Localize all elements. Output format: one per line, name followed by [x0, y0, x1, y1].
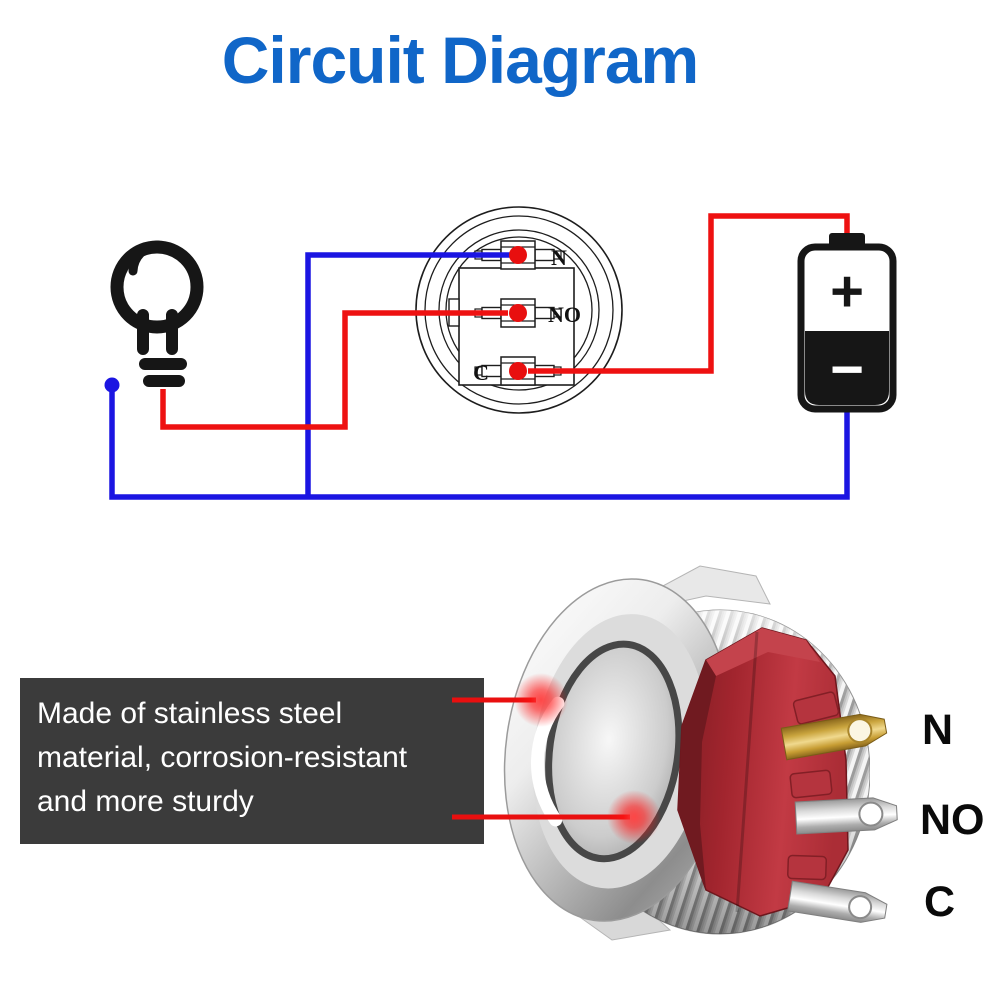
red-housing-left-facet — [678, 660, 716, 890]
product-terminal-no — [794, 797, 898, 835]
page-title: Circuit Diagram — [221, 23, 699, 97]
switch-outer-ring — [415, 206, 623, 414]
terminal-no-hole — [858, 801, 884, 827]
terminal-c-screw-dot — [509, 362, 527, 380]
red-wire-bulb-to-no — [160, 310, 508, 430]
red-wire-c-to-battery — [528, 213, 850, 374]
laser-glow-top — [514, 673, 568, 727]
blue-wire-bottom-bus — [109, 388, 850, 500]
product-label-c: C — [924, 878, 955, 926]
terminal-c-hole — [848, 895, 873, 920]
bulb-globe — [110, 240, 204, 334]
terminal-c-red-tab — [787, 854, 828, 881]
terminal-c-spade — [787, 880, 888, 923]
laser-glow-bottom — [607, 790, 661, 844]
product-photo — [503, 565, 898, 941]
terminal-n-right-stub — [553, 250, 562, 260]
terminal-no-right-stub — [553, 308, 562, 318]
callout-line-2: material, corrosion-resistant — [37, 741, 408, 774]
battery-lower-half — [805, 331, 889, 405]
blue-wire-node-dot — [104, 377, 120, 393]
battery-plus-symbol: + — [830, 259, 864, 324]
diagram-label-no: NO — [548, 302, 581, 327]
diagram-label-c: C — [473, 360, 489, 385]
feature-callout-box: Made of stainless steel material, corros… — [20, 678, 484, 844]
terminal-no-red-tab — [789, 769, 833, 799]
terminal-n-red-tab — [792, 691, 840, 725]
red-housing-seam — [735, 631, 759, 913]
callout-line-3: and more sturdy — [37, 785, 254, 818]
wires — [109, 213, 850, 500]
product-label-no: NO — [920, 796, 985, 844]
light-bulb-icon — [110, 240, 204, 387]
terminal-n-hole — [847, 718, 873, 744]
red-housing-top-facet — [706, 628, 820, 676]
callout-line-1: Made of stainless steel — [37, 697, 343, 730]
product-terminal-n — [780, 713, 888, 761]
battery-minus-symbol: − — [830, 337, 864, 402]
bulb-highlight-arc — [128, 240, 163, 276]
product-terminal-c — [787, 880, 888, 923]
switch-ring-3 — [438, 229, 600, 391]
callout-pointers — [452, 673, 661, 844]
bulb-base-bar-2 — [143, 375, 185, 387]
terminal-no-screw-dot — [509, 304, 527, 322]
diagram-label-n: N — [551, 245, 567, 270]
bulb-base-bar-1 — [139, 358, 187, 370]
battery-icon: + − — [797, 233, 897, 413]
blue-wire-n-branch — [305, 252, 512, 497]
bulb-neck — [137, 309, 178, 355]
circuit-diagram: N NO C — [104, 206, 897, 500]
product-label-n: N — [922, 706, 953, 754]
terminal-n-screw-dot — [509, 246, 527, 264]
switch-ring-2 — [424, 215, 614, 405]
